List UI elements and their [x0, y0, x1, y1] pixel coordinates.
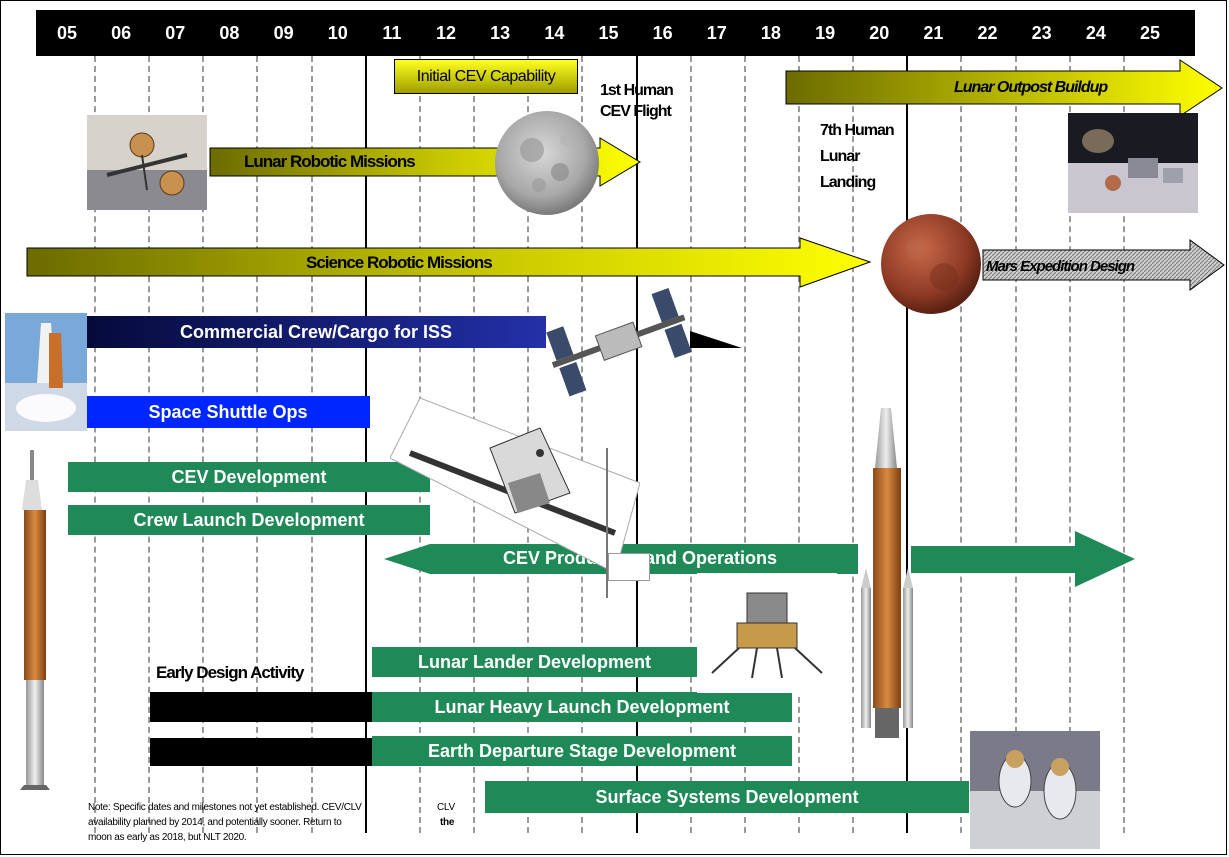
astronauts-photo [970, 731, 1100, 849]
lunar-outpost-photo [1068, 113, 1198, 213]
year-label: 12 [436, 23, 457, 43]
lunar-heavy-launch-development-bar: Lunar Heavy Launch Development [372, 692, 792, 722]
footnote: Note: Specific dates and milestones not … [88, 800, 418, 845]
footnote-line-1: Note: Specific dates and milestones not … [88, 802, 362, 813]
crew-launch-development-bar: Crew Launch Development [68, 505, 430, 535]
space-shuttle-photo [5, 313, 87, 431]
year-label: 15 [598, 23, 619, 43]
year-label: 22 [977, 23, 998, 43]
earth-departure-stage-development-label: Earth Departure Stage Development [427, 740, 737, 761]
initial-cev-capability-box: Initial CEV Capability [394, 59, 578, 94]
year-label: 08 [219, 23, 240, 43]
cev-spacecraft-label-box [608, 553, 650, 581]
commercial-crew-arrowhead [690, 331, 742, 348]
clv-note: CLV [437, 802, 455, 813]
cev-spacecraft-stand [606, 448, 608, 598]
science-robotic-label: Science Robotic Missions [306, 253, 493, 272]
year-label: 23 [1031, 23, 1052, 43]
year-label: 06 [111, 23, 132, 43]
year-label: 21 [923, 23, 944, 43]
science-robotic-arrow [26, 237, 872, 288]
year-label: 17 [706, 23, 727, 43]
year-label: 13 [490, 23, 511, 43]
commercial-crew-text: Commercial Crew/Cargo for ISS [86, 316, 546, 348]
cev-spacecraft-image [390, 398, 640, 573]
year-label: 10 [327, 23, 348, 43]
year-label: 18 [760, 23, 781, 43]
crew-launch-development-label: Crew Launch Development [133, 509, 365, 530]
lunar-lander-development-label: Lunar Lander Development [417, 651, 652, 672]
seventh-human-lunar-landing-label: 7th Human Lunar Landing [820, 122, 895, 191]
year-label: 19 [815, 23, 836, 43]
surface-systems-development-label: Surface Systems Development [595, 786, 859, 807]
commercial-crew-label: Commercial Crew/Cargo for ISS [179, 321, 453, 342]
year-label: 14 [544, 23, 565, 43]
early-design-activity-label: Early Design Activity [156, 663, 304, 682]
footnote-line-2: availability planned by 2014, and potent… [88, 817, 342, 828]
first-human-cev-flight-label: 1st Human CEV Flight [600, 82, 674, 120]
mars-image [881, 214, 981, 314]
iss-image [546, 288, 692, 397]
earth-departure-stage-development-bar: Earth Departure Stage Development [372, 736, 792, 766]
early-design-bar-1 [150, 692, 372, 722]
year-label: 20 [869, 23, 890, 43]
commercial-crew-bar [86, 316, 546, 348]
timeline-header [36, 10, 1195, 56]
the-note: the [440, 817, 455, 828]
lunar-outpost-label: Lunar Outpost Buildup [954, 79, 1108, 96]
mars-expedition-label: Mars Expedition Design [986, 258, 1135, 275]
heavy-launch-vehicle-image [861, 408, 913, 738]
year-label: 05 [56, 23, 78, 43]
cev-development-bar: CEV Development [68, 462, 430, 492]
year-label: 09 [273, 23, 294, 43]
lunar-robotic-label: Lunar Robotic Missions [244, 152, 416, 171]
cev-production-arrow-right [911, 531, 1135, 587]
mars-expedition-arrow [982, 239, 1225, 291]
lunar-robot-photo [87, 115, 207, 210]
year-label: 24 [1085, 23, 1106, 43]
year-label: 07 [165, 23, 186, 43]
footnote-line-3: moon as early as 2018, but NLT 2020. [88, 832, 247, 843]
cev-development-label: CEV Development [171, 466, 327, 487]
initial-cev-label: Initial CEV Capability [416, 67, 556, 85]
space-shuttle-ops-label: Space Shuttle Ops [148, 401, 308, 422]
year-label: 25 [1139, 23, 1161, 43]
lunar-lander-development-bar: Lunar Lander Development [372, 647, 697, 677]
lunar-lander-image [697, 573, 837, 693]
lunar-heavy-launch-development-label: Lunar Heavy Launch Development [434, 696, 730, 717]
lunar-outpost-arrow [785, 59, 1223, 117]
year-label: 16 [652, 23, 673, 43]
moon-image [495, 111, 599, 215]
year-label: 11 [382, 23, 402, 43]
early-design-bar-2 [150, 738, 372, 766]
surface-systems-development-bar: Surface Systems Development [485, 781, 969, 813]
crew-launch-vehicle-image [20, 450, 50, 790]
space-shuttle-ops-bar: Space Shuttle Ops [86, 396, 370, 428]
